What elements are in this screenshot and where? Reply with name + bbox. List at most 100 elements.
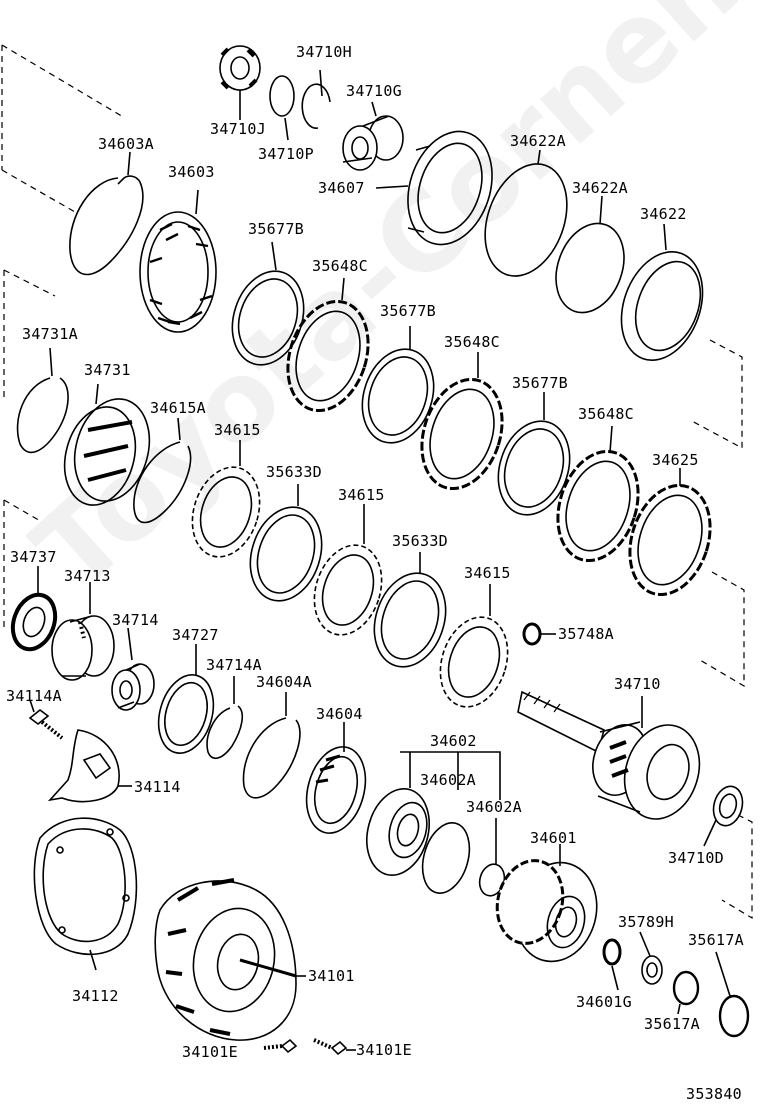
part-label-34714: 34714 [112, 611, 159, 629]
part-label-34601: 34601 [530, 829, 577, 847]
part-label-34625: 34625 [652, 451, 699, 469]
snap-ring-34603A [69, 151, 144, 276]
part-label-34604A: 34604A [256, 673, 312, 691]
o-ring-34622A-large [484, 149, 568, 277]
dashed-assembly-outline [1, 44, 753, 920]
part-label-35677B-1: 35677B [248, 220, 304, 238]
ring-35617A-2 [715, 951, 750, 1038]
part-label-35648C-3: 35648C [578, 405, 634, 423]
part-label-34710J: 34710J [210, 120, 266, 138]
snap-ring-34710P [269, 75, 295, 141]
one-way-clutch-34731 [63, 383, 151, 506]
flange-34625 [628, 468, 712, 597]
gasket-34112 [33, 817, 138, 971]
washer-34727 [157, 644, 215, 754]
o-ring-34602A-large [421, 822, 471, 894]
spring-retainer-34603 [139, 189, 217, 333]
plate-35633D-1 [249, 484, 323, 602]
snap-ring-34731A [16, 347, 69, 454]
part-label-34101E-1: 34101E [182, 1043, 238, 1061]
part-label-34114: 34114 [134, 778, 181, 796]
part-label-34622: 34622 [640, 205, 687, 223]
thrust-bearing-34737 [10, 566, 58, 652]
plate-35633D-2 [373, 552, 447, 668]
piston-34607 [375, 130, 493, 246]
plate-34615-2 [313, 504, 383, 636]
part-label-34731: 34731 [84, 361, 131, 379]
part-label-35648C-2: 35648C [444, 333, 500, 351]
snap-ring-34710H [301, 69, 331, 129]
clutch-plate-35677B-3 [497, 392, 571, 516]
transmission-case-34101 [154, 878, 306, 1041]
part-label-35617A-1: 35617A [688, 931, 744, 949]
part-label-34603A: 34603A [98, 135, 154, 153]
snap-ring-34604A [242, 692, 301, 799]
part-label-34710G: 34710G [346, 82, 402, 100]
part-label-34622A-1: 34622A [510, 132, 566, 150]
part-label-34615-3: 34615 [464, 564, 511, 582]
bearing-34713 [51, 582, 115, 681]
part-label-34607: 34607 [318, 179, 365, 197]
part-label-34114A: 34114A [6, 687, 62, 705]
washer-34601G [602, 938, 622, 991]
clutch-disc-35648C-2 [420, 352, 504, 491]
bearing-34710G [342, 101, 404, 171]
plate-34615-3 [439, 584, 509, 708]
part-label-34710D: 34710D [668, 849, 724, 867]
snap-ring-34615A [133, 417, 192, 524]
part-label-35677B-2: 35677B [380, 302, 436, 320]
part-label-34622A-2: 34622A [572, 179, 628, 197]
part-label-35677B-3: 35677B [512, 374, 568, 392]
part-label-34602A-2: 34602A [466, 798, 522, 816]
part-label-34615A: 34615A [150, 399, 206, 417]
nut-34710J [219, 45, 261, 120]
clutch-disc-35648C-3 [556, 425, 640, 563]
part-label-35617A-2: 35617A [644, 1015, 700, 1033]
cylinder-34622 [620, 223, 704, 362]
part-label-34604: 34604 [316, 705, 363, 723]
bolt-34101E-2 [313, 1038, 356, 1056]
part-label-35633D-1: 35633D [266, 463, 322, 481]
part-label-34101E-2: 34101E [356, 1041, 412, 1059]
clutch-drum-34601 [495, 844, 598, 963]
plate-34114 [47, 729, 132, 803]
ring-35617A-1 [672, 970, 700, 1015]
seal-34710D [703, 785, 744, 847]
spring-retainer-34604 [305, 722, 367, 834]
clutch-plate-35677B-1 [231, 241, 305, 366]
part-label-34710P: 34710P [258, 145, 314, 163]
bearing-34714 [111, 627, 155, 711]
plate-34615-1 [191, 440, 261, 558]
clutch-disc-35648C-1 [286, 277, 370, 413]
ring-35748A [522, 622, 556, 646]
part-label-34602A-1: 34602A [420, 771, 476, 789]
piston-34602 [366, 751, 501, 877]
o-ring-34622A-small [555, 195, 625, 314]
part-label-35648C-1: 35648C [312, 257, 368, 275]
shaft-34710 [517, 690, 701, 820]
part-label-34710: 34710 [614, 675, 661, 693]
snap-ring-34714A [206, 676, 244, 759]
part-label-35748A: 35748A [558, 625, 614, 643]
part-label-34602: 34602 [430, 732, 477, 750]
bolt-34101E-1 [263, 1038, 298, 1054]
part-label-34731A: 34731A [22, 325, 78, 343]
diagram-id: 353840 [686, 1085, 742, 1103]
part-label-34101: 34101 [308, 967, 355, 985]
bolt-34114A [28, 699, 64, 740]
part-label-34737: 34737 [10, 548, 57, 566]
part-label-34714A: 34714A [206, 656, 262, 674]
part-label-35789H: 35789H [618, 913, 674, 931]
part-label-34615-2: 34615 [338, 486, 385, 504]
part-label-34615-1: 34615 [214, 421, 261, 439]
part-label-35633D-2: 35633D [392, 532, 448, 550]
part-label-34710H: 34710H [296, 43, 352, 61]
part-label-34601G: 34601G [576, 993, 632, 1011]
part-label-34112: 34112 [72, 987, 119, 1005]
clutch-plate-35677B-2 [361, 326, 435, 444]
part-label-34603: 34603 [168, 163, 215, 181]
part-label-34727: 34727 [172, 626, 219, 644]
bushing-35789H [639, 931, 663, 985]
